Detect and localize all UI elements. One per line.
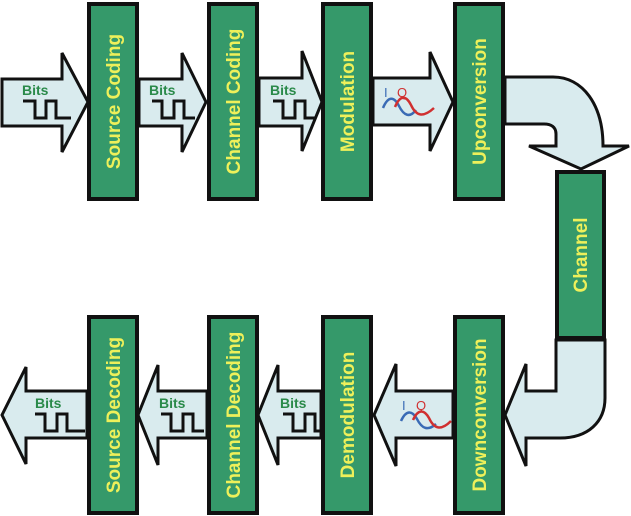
tx-arrow-source-to-channel-coding: Bits [137,52,208,153]
block-label: Modulation [338,51,359,152]
square-wave-icon [273,99,316,120]
square-wave-icon [161,412,204,433]
bits-label: Bits [35,395,62,411]
block-label: Channel [571,218,592,293]
square-wave-icon [23,99,71,120]
block-label: Downconversion [470,338,491,491]
channel-coding-block: Channel Coding [207,2,259,201]
square-wave-icon [35,412,85,433]
upconversion-block: Upconversion [453,2,505,201]
bits-label: Bits [270,82,297,98]
block-label: Source Coding [104,34,125,169]
source-decoding-block: Source Decoding [87,315,139,515]
q-signal-wave-icon [411,410,452,429]
demodulation-block: Demodulation [321,315,373,515]
bits-label: Bits [149,82,176,98]
i-signal-wave-icon [399,411,437,430]
tx-input-arrow: Bits [0,52,90,153]
block-label: Channel Coding [224,29,245,175]
block-label: Upconversion [470,38,491,165]
arrow-upconversion-to-channel [503,75,630,171]
square-wave-icon [283,412,321,433]
arrow-channel-to-downconversion [503,338,607,467]
tx-arrow-channel-coding-to-modulation: Bits [257,50,324,152]
downconversion-block: Downconversion [453,315,505,515]
block-label: Demodulation [338,352,359,479]
channel-block: Channel [555,170,606,340]
rx-arrow-demodulation-to-channel-decoding: Bits [256,364,323,466]
rx-arrow-channel-decoding-to-source-decoding: Bits [136,364,209,466]
block-label: Source Decoding [104,337,125,493]
bits-label: Bits [280,395,307,411]
q-signal-label: Q [416,398,426,413]
bits-label: Bits [22,82,49,98]
i-signal-wave-icon [381,97,417,117]
rx-arrow-downconversion-to-demodulation: I Q [372,363,455,467]
i-signal-label: I [402,398,406,413]
modulation-block: Modulation [321,2,373,201]
block-label: Channel Decoding [224,332,245,499]
channel-decoding-block: Channel Decoding [207,315,259,515]
bits-label: Bits [159,395,186,411]
rx-output-arrow: Bits [0,366,89,465]
square-wave-icon [152,99,195,120]
source-coding-block: Source Coding [87,2,139,201]
tx-arrow-modulation-to-upconversion: I Q [371,51,455,152]
q-signal-label: Q [397,85,407,100]
q-signal-wave-icon [393,96,435,116]
i-signal-label: I [384,85,388,100]
